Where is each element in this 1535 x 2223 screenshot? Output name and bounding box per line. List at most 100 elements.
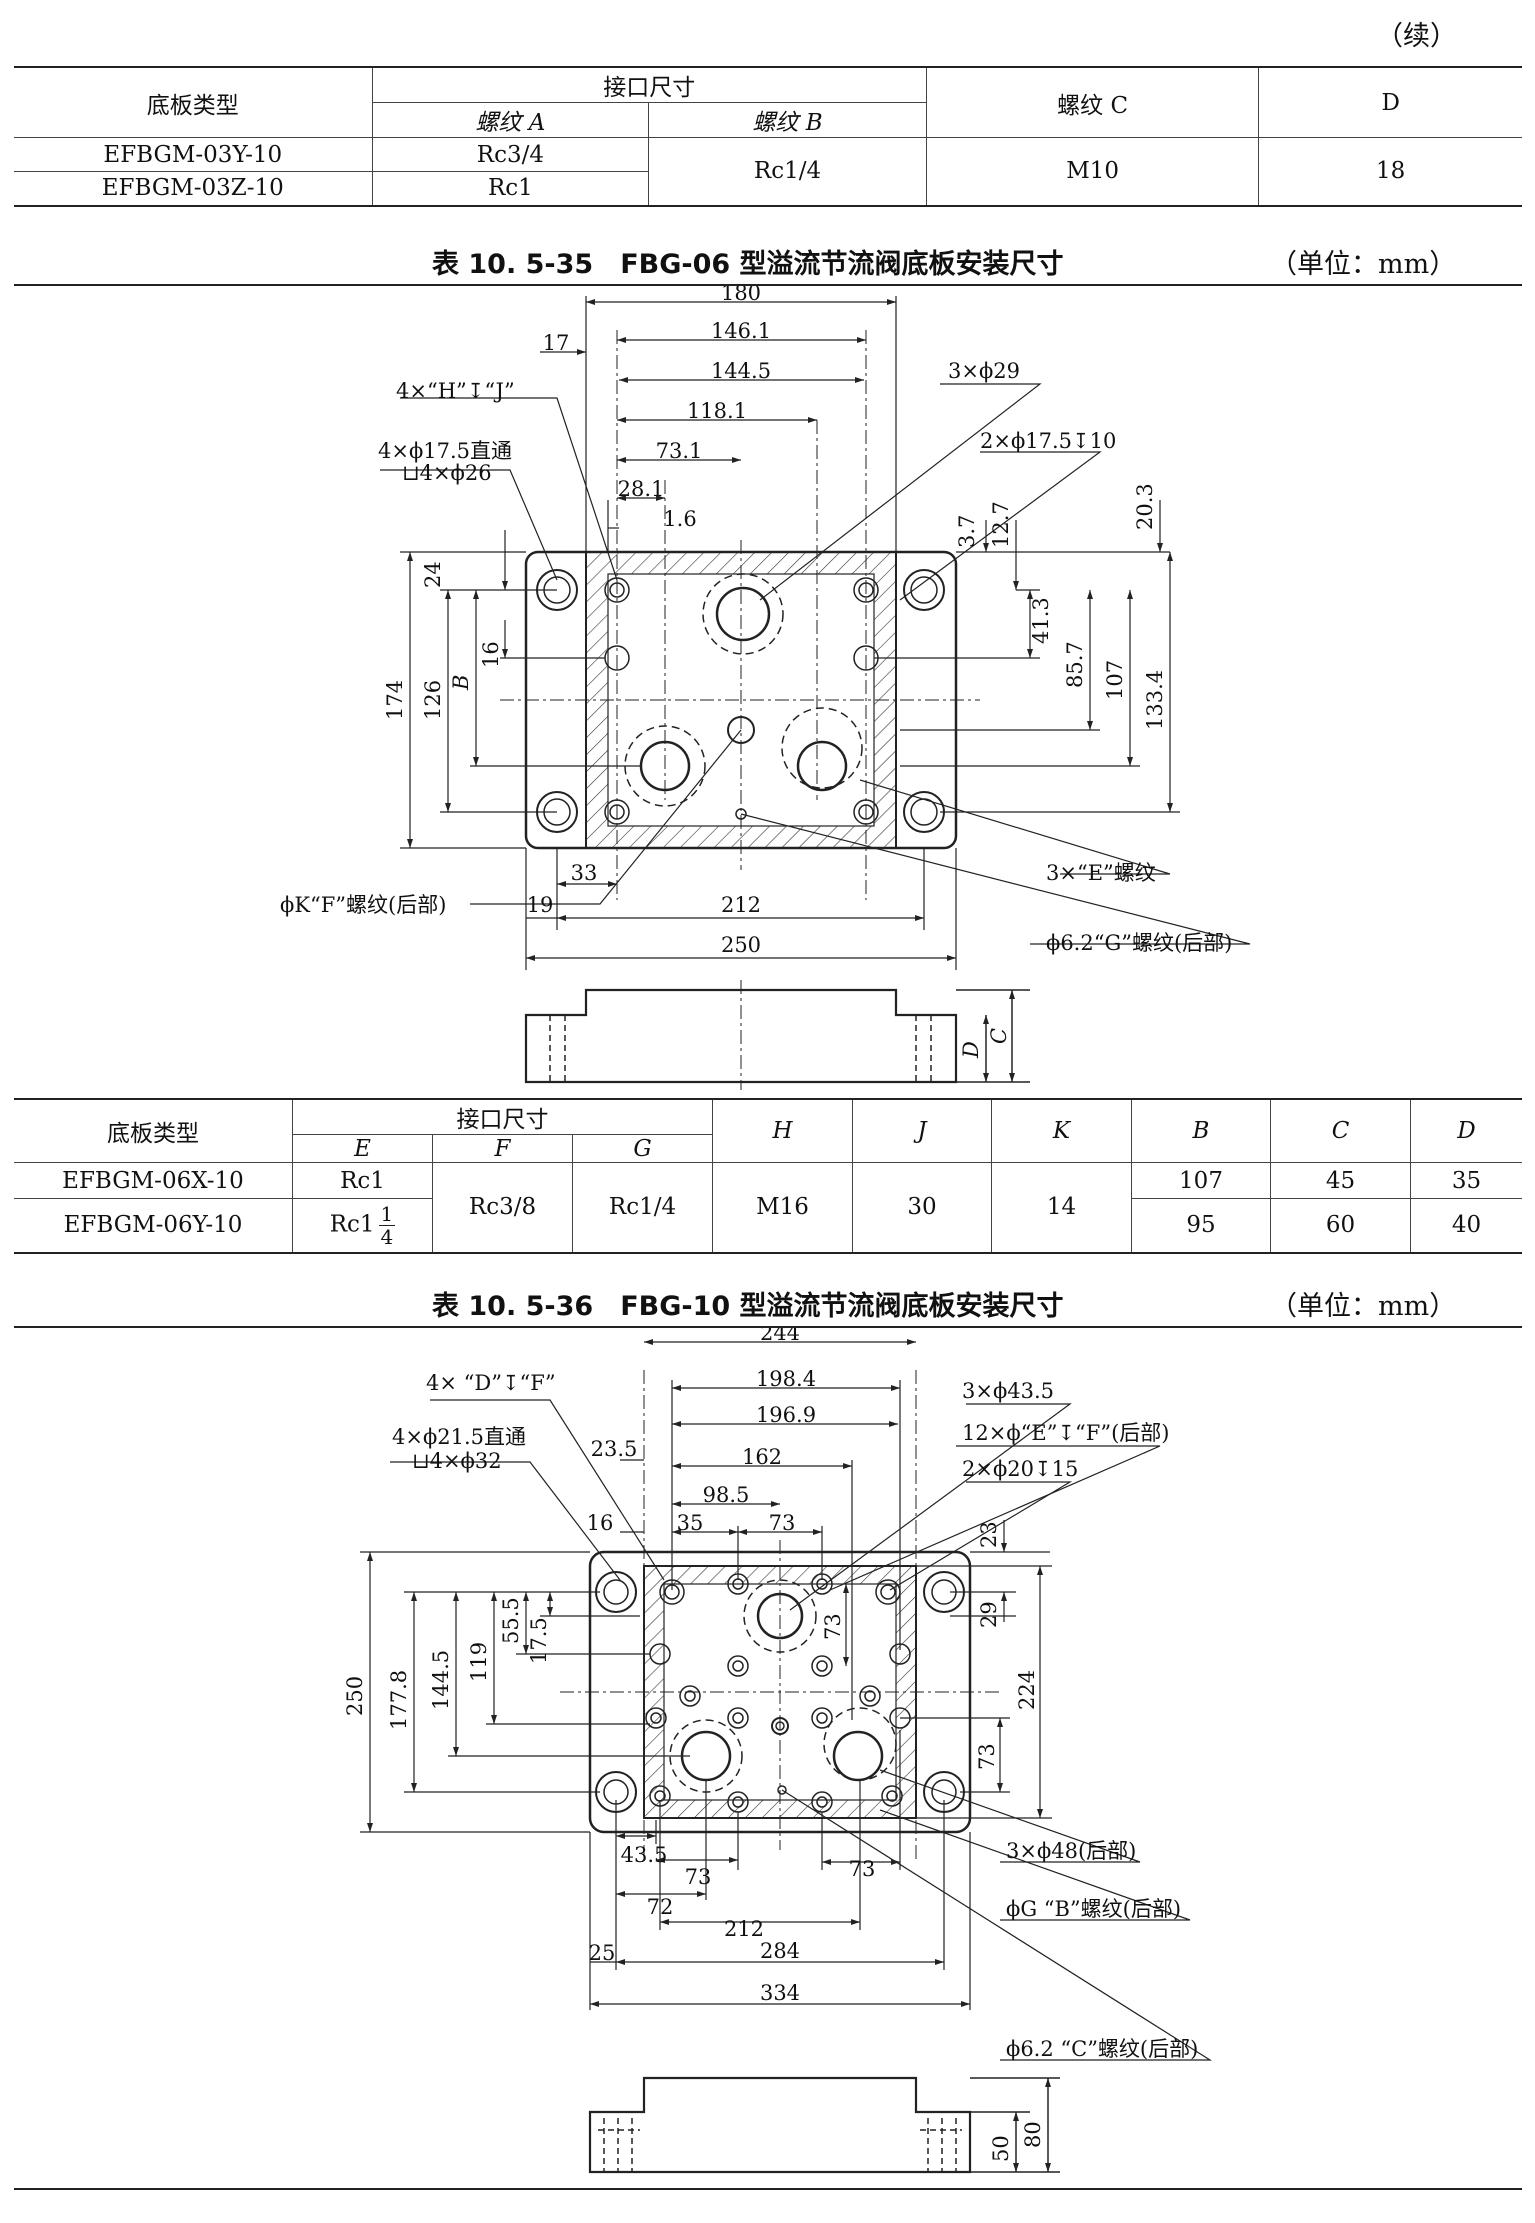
bottom-rule — [14, 2188, 1522, 2190]
table2-cell-c: 60 — [1270, 1198, 1411, 1253]
table1-cell-c: M10 — [925, 137, 1260, 206]
dim-41-3: 41.3 — [1029, 597, 1053, 644]
fbg06-drawing: 180 17 146.1 144.5 118.1 73.1 28.1 1.6 4… — [280, 286, 1251, 1090]
dim-224: 224 — [1015, 1670, 1039, 1710]
dim-72: 72 — [647, 1895, 674, 1919]
table2-cell-k: 14 — [991, 1162, 1132, 1253]
dim-174: 174 — [383, 680, 407, 720]
dim-177-8: 177.8 — [387, 1670, 411, 1730]
dim-284: 284 — [760, 1939, 800, 1963]
table1-cell-a: Rc3/4 — [371, 137, 650, 172]
table-caption-10-5-35: 表 10. 5-35 FBG-06 型溢流节流阀底板安装尺寸 — [432, 249, 1064, 280]
dim-17-5: 17.5 — [527, 1617, 551, 1664]
label-4x32: ⊔4×ϕ32 — [412, 1449, 502, 1473]
dim-80: 80 — [1021, 2121, 1045, 2148]
dim-162: 162 — [742, 1445, 782, 1469]
dim-250: 250 — [343, 1676, 367, 1716]
dim-133-4: 133.4 — [1143, 670, 1167, 730]
dim-16: 16 — [587, 1511, 614, 1535]
table1-header-thread-c: 螺纹 C — [925, 66, 1260, 138]
table-row: EFBGM-03Y-10 Rc3/4 Rc1/4 M10 18 — [14, 137, 1522, 206]
table2-cell-b: 107 — [1131, 1162, 1271, 1199]
dim-250: 250 — [721, 933, 761, 957]
dim-B: B — [449, 675, 473, 691]
label-3xE: 3×“E”螺纹 — [1046, 861, 1156, 885]
table2-header-b: B — [1131, 1098, 1271, 1163]
dim-55-5: 55.5 — [499, 1597, 523, 1644]
table1-header-base-type: 底板类型 — [14, 66, 373, 138]
dim-19: 19 — [527, 893, 554, 917]
dim-107: 107 — [1103, 660, 1127, 700]
table2-header-j: J — [852, 1098, 992, 1163]
dim-16: 16 — [479, 641, 503, 668]
dim-73-top: 73 — [769, 1511, 796, 1535]
dim-212: 212 — [721, 893, 761, 917]
dim-334: 334 — [760, 1981, 800, 2005]
table2-header-h: H — [712, 1098, 853, 1163]
table1-header-d: D — [1258, 66, 1522, 138]
dim-118-1: 118.1 — [687, 399, 747, 423]
label-2x17-5: 2×ϕ17.5↧10 — [980, 429, 1116, 453]
table2-cell-g: Rc1/4 — [572, 1162, 713, 1253]
label-phiG-B: ϕG “B”螺纹(后部) — [1006, 1897, 1181, 1921]
dim-119: 119 — [467, 1642, 491, 1682]
label-3x48: 3×ϕ48(后部) — [1006, 1839, 1136, 1863]
table1-cell-b: Rc1/4 — [648, 137, 927, 206]
dim-24: 24 — [421, 561, 445, 588]
table2-cell-c: 45 — [1270, 1162, 1411, 1199]
dim-73-c: 73 — [849, 1857, 876, 1881]
table2-cell-type: EFBGM-06Y-10 — [14, 1198, 293, 1253]
dim-1-6: 1.6 — [663, 507, 696, 531]
table2-cell-e: Rc1 — [292, 1162, 433, 1199]
dim-144-5: 144.5 — [711, 359, 771, 383]
dim-C: C — [987, 1028, 1011, 1044]
table2-cell-b: 95 — [1131, 1198, 1271, 1253]
dim-244: 244 — [760, 1328, 800, 1345]
table2-cell-f: Rc3/8 — [432, 1162, 573, 1253]
continued-label: （续） — [1376, 21, 1457, 52]
dim-98-5: 98.5 — [703, 1483, 750, 1507]
dim-3-7: 3.7 — [955, 515, 979, 548]
table1-header-thread-b: 螺纹 B — [648, 102, 927, 138]
dim-73-vert: 73 — [821, 1613, 845, 1640]
table2-cell-d: 40 — [1410, 1198, 1522, 1253]
table-efbgm-03: 底板类型 接口尺寸 螺纹 C D 螺纹 A 螺纹 B EFBGM-03Y-10 … — [14, 66, 1522, 207]
label-4x26: ⊔4×ϕ26 — [402, 461, 492, 485]
label-4xH-J: 4×“H”↧“J” — [396, 379, 515, 403]
table2-cell-type: EFBGM-06X-10 — [14, 1162, 293, 1199]
unit-label: （单位：mm） — [1270, 249, 1457, 280]
table1-cell-type: EFBGM-03Y-10 — [14, 137, 373, 172]
caption-rule — [14, 1326, 1522, 1328]
table2-cell-e-whole: Rc1 — [329, 1211, 375, 1238]
label-2x20: 2×ϕ20↧15 — [962, 1457, 1078, 1481]
dim-144-5: 144.5 — [429, 1650, 453, 1710]
unit-label: （单位：mm） — [1270, 1291, 1457, 1322]
table1-header-port-size: 接口尺寸 — [371, 66, 927, 103]
dim-35: 35 — [677, 1511, 704, 1535]
label-4x21-5: 4×ϕ21.5直通 — [392, 1425, 526, 1449]
table2-cell-h: M16 — [712, 1162, 853, 1253]
label-4xD-F: 4× “D”↧“F” — [426, 1371, 556, 1395]
dim-196-9: 196.9 — [756, 1403, 816, 1427]
table-row: EFBGM-03Z-10 Rc1 — [14, 171, 1522, 206]
dim-212: 212 — [724, 1917, 764, 1941]
table2-header-f: F — [432, 1134, 573, 1163]
label-3x43-5: 3×ϕ43.5 — [962, 1379, 1054, 1403]
dim-73-1: 73.1 — [656, 439, 703, 463]
label-4x17-5: 4×ϕ17.5直通 — [378, 439, 512, 463]
table1-cell-d: 18 — [1258, 137, 1522, 206]
table1-cell-a: Rc1 — [371, 171, 649, 206]
table-caption-10-5-36: 表 10. 5-36 FBG-10 型溢流节流阀底板安装尺寸 — [432, 1291, 1064, 1322]
table2-cell-j: 30 — [852, 1162, 992, 1253]
dim-33: 33 — [571, 861, 598, 885]
table2-header-g: G — [572, 1134, 713, 1163]
dim-85-7: 85.7 — [1063, 641, 1087, 688]
dim-20-3: 20.3 — [1133, 483, 1157, 530]
table2-header-port-size: 接口尺寸 — [292, 1098, 713, 1135]
table1-cell-type: EFBGM-03Z-10 — [14, 171, 373, 206]
table-efbgm-06: 底板类型 接口尺寸 H J K B C D E F G EFBGM-06X-10… — [14, 1098, 1522, 1254]
table-row: EFBGM-06X-10 Rc1 Rc3/8 Rc1/4 M16 30 14 1… — [14, 1162, 1522, 1253]
dim-29: 29 — [977, 1601, 1001, 1628]
